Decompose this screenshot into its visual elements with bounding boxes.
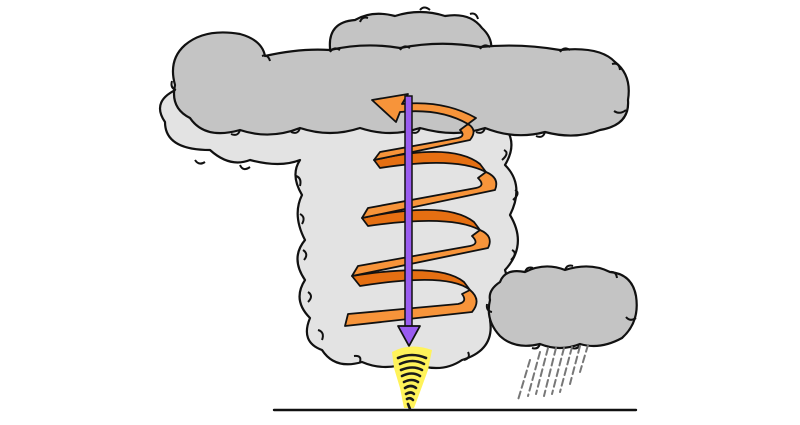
downdraft-arrow-icon (397, 95, 421, 347)
updraft-band-5 (361, 171, 498, 219)
updraft-band-1 (344, 289, 478, 327)
updraft-band-3 (351, 229, 491, 277)
cloud-curls (194, 149, 519, 363)
downdraft-shaft (404, 95, 413, 329)
downdraft-head (397, 325, 421, 347)
updraft-band-7 (373, 123, 475, 161)
tornado-funnel (396, 353, 428, 411)
spiral-updraft-icon (344, 93, 498, 327)
rain-streaks-icon (517, 344, 589, 401)
anvil-cloud-icon (170, 6, 630, 138)
updraft-band-8 (371, 93, 477, 125)
rain-cloud-body (487, 265, 638, 350)
rain-cloud-icon (485, 264, 638, 350)
tornado-icon (392, 346, 432, 411)
rain-cloud-curls (485, 264, 637, 350)
